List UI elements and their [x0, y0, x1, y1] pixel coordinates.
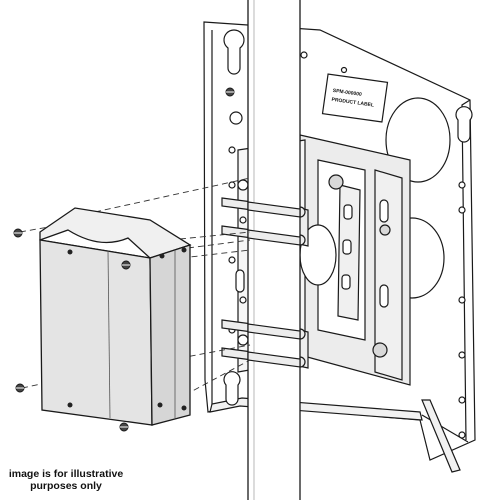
- product-label-line1: SPM-000000: [332, 88, 362, 98]
- center-bracket: [235, 134, 411, 386]
- screw-bottom: [119, 422, 129, 432]
- u-bolt-front: [247, 201, 301, 368]
- cable-cover: [39, 207, 192, 426]
- caption-line1: image is for illustrative: [8, 468, 124, 480]
- disclaimer-caption: image is for illustrative purposes only: [6, 468, 126, 492]
- screw-top-left: [13, 228, 23, 238]
- screw-mid: [121, 260, 131, 270]
- product-label-line2: PRODUCT LABEL: [331, 97, 374, 109]
- product-label-box: [321, 73, 389, 123]
- screws: [13, 87, 235, 432]
- screw-bottom-left: [15, 383, 25, 393]
- product-label: SPM-000000 PRODUCT LABEL: [331, 88, 374, 109]
- bracket-bolts: [328, 174, 391, 358]
- keyhole-slots: [223, 29, 473, 406]
- screw-top-plate: [225, 87, 235, 97]
- vertical-pole: [247, 0, 301, 500]
- caption-line2: purposes only: [30, 480, 102, 492]
